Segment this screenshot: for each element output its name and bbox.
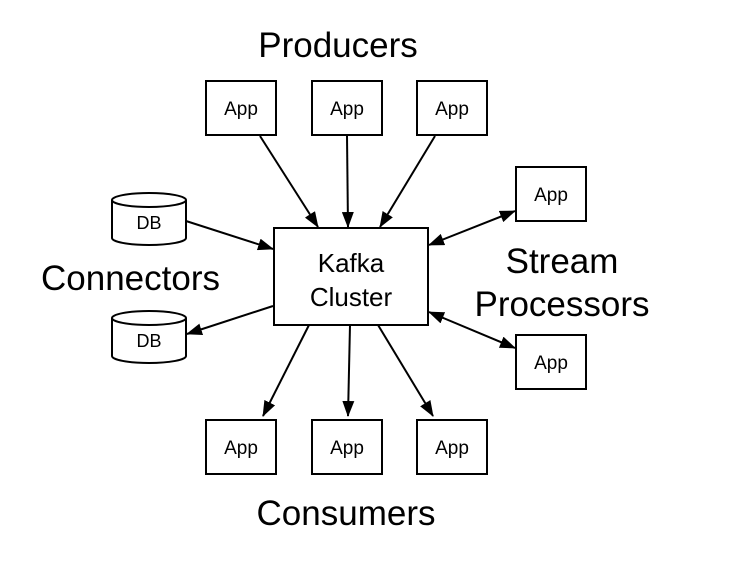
- arrow-db-to-cluster: [185, 220, 274, 251]
- database-label: DB: [136, 213, 161, 233]
- consumer-app-label: App: [224, 438, 258, 459]
- stream-processor-apps: App App: [515, 166, 587, 390]
- producer-apps: App App App: [205, 80, 488, 136]
- consumer-app-box: [311, 419, 383, 475]
- consumer-apps: App App App: [205, 419, 488, 475]
- stream-processors-label-line1: Stream: [505, 242, 619, 281]
- producer-app-label: App: [224, 99, 258, 120]
- arrow-cluster-to-db: [186, 305, 274, 336]
- database-top: [111, 192, 187, 208]
- database-cylinder: DB: [111, 192, 187, 246]
- connector-databases: DB DB: [111, 192, 187, 364]
- producer-app-box: [311, 80, 383, 136]
- database-label: DB: [136, 331, 161, 351]
- database-icon: [111, 318, 187, 364]
- database-cylinder: DB: [111, 310, 187, 364]
- database-icon: [111, 200, 187, 246]
- consumer-app-box: [416, 419, 488, 475]
- arrow-cluster-stream-app-2: [428, 311, 516, 349]
- arrow-cluster-to-consumer-1: [262, 324, 310, 417]
- arrow-cluster-to-consumer-2: [342, 324, 355, 417]
- producer-app-box: [416, 80, 488, 136]
- kafka-cluster-node: Kafka Cluster: [273, 227, 429, 326]
- stream-processors-label-line2: Processors: [474, 285, 650, 324]
- arrow-producer-1-to-cluster: [259, 135, 319, 228]
- kafka-cluster-label-line1: Kafka: [318, 248, 385, 278]
- stream-app-box: [515, 334, 587, 390]
- arrow-producer-3-to-cluster: [379, 135, 436, 228]
- arrows: [185, 135, 516, 417]
- stream-app-label: App: [534, 353, 568, 374]
- producers-label: Producers: [258, 26, 418, 65]
- producer-app-label: App: [435, 99, 469, 120]
- consumer-app-label: App: [330, 438, 364, 459]
- arrow-cluster-stream-app-1: [428, 210, 516, 246]
- producer-app-box: [205, 80, 277, 136]
- stream-app-box: [515, 166, 587, 222]
- connectors-label: Connectors: [41, 259, 220, 298]
- stream-processors-label: Stream Processors: [474, 240, 649, 326]
- stream-app-label: App: [534, 185, 568, 206]
- consumer-app-label: App: [435, 438, 469, 459]
- arrow-producer-2-to-cluster: [341, 135, 354, 228]
- producer-app-label: App: [330, 99, 364, 120]
- consumers-label: Consumers: [256, 494, 436, 533]
- arrow-cluster-to-consumer-3: [377, 324, 434, 417]
- kafka-cluster-box: [273, 227, 429, 326]
- kafka-cluster-label-line2: Cluster: [310, 282, 393, 312]
- consumer-app-box: [205, 419, 277, 475]
- database-top: [111, 310, 187, 326]
